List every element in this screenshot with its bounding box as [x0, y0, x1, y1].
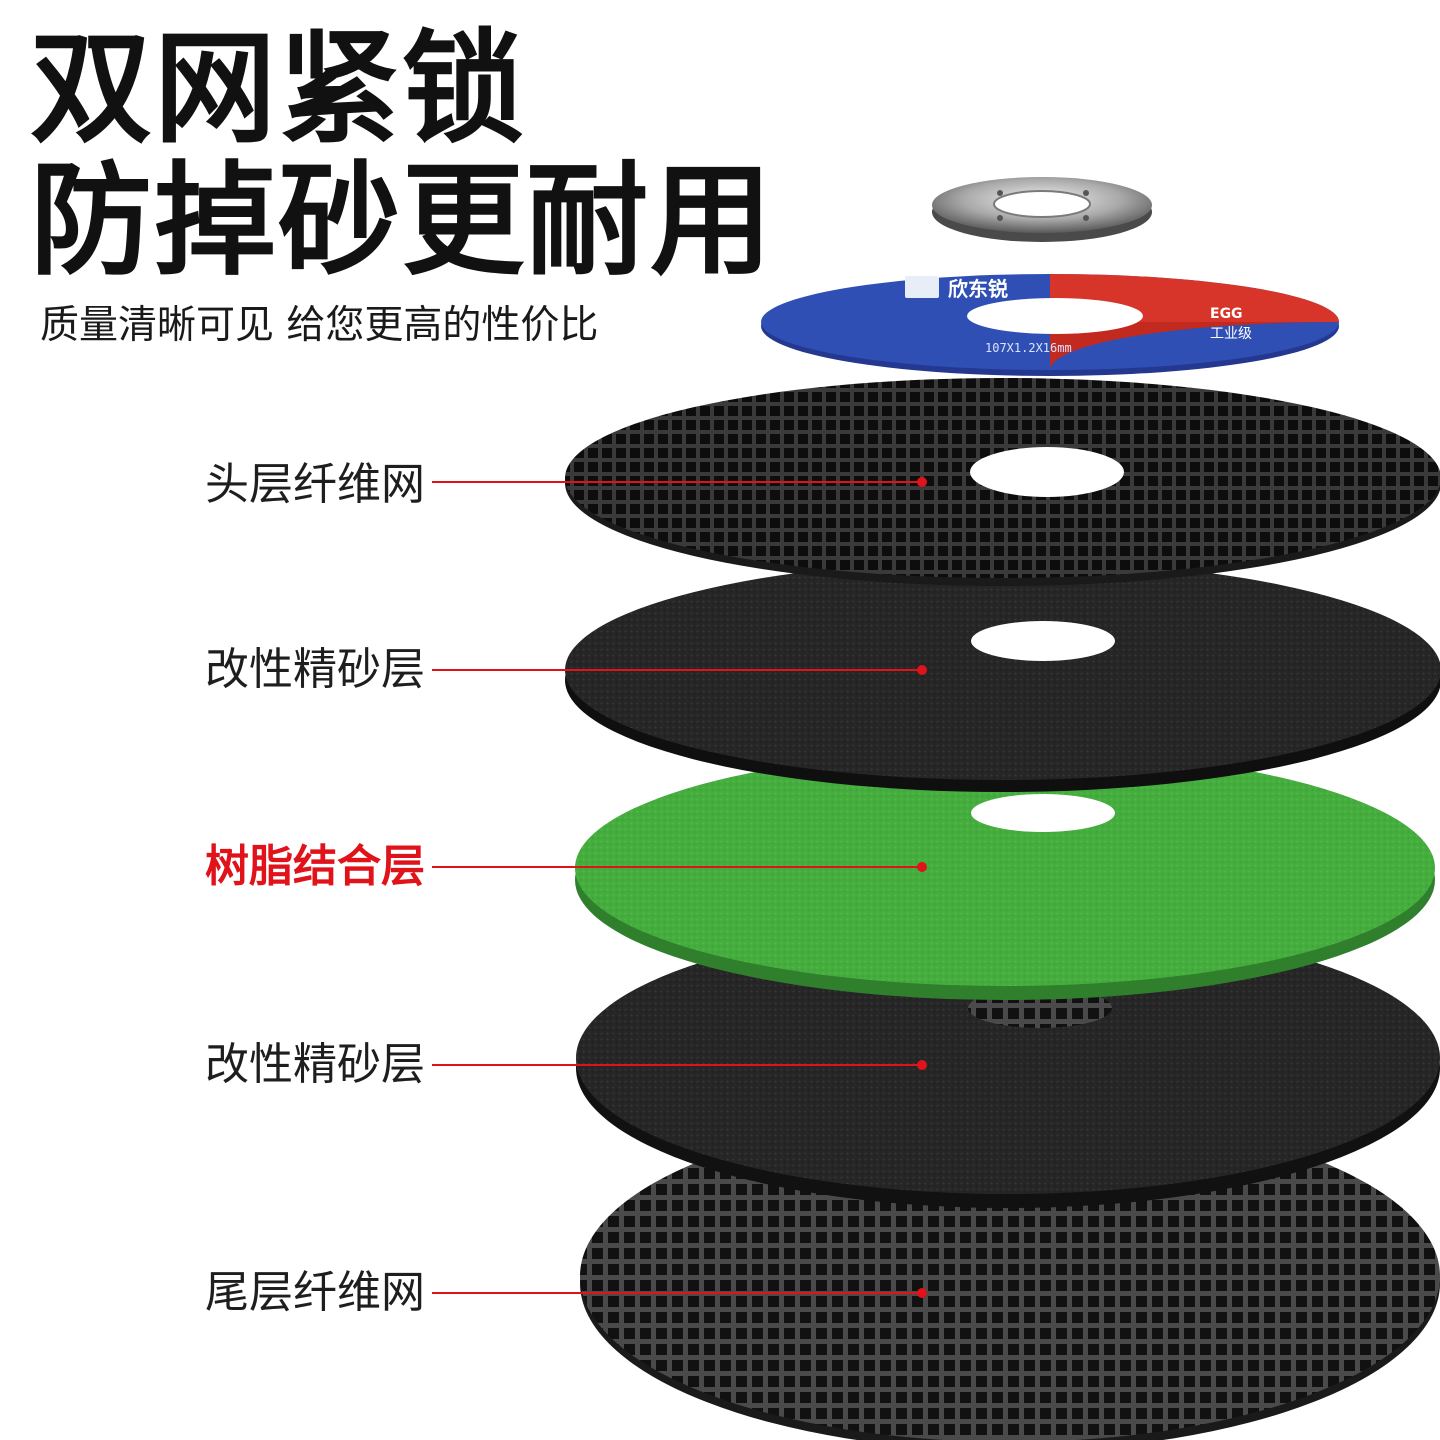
disc-spec-text: 107X1.2X16mm — [985, 341, 1072, 355]
disc-grade-text: 工业级 — [1210, 326, 1252, 342]
leader-resin-bond — [432, 862, 927, 872]
subtitle: 质量清晰可见 给您更高的性价比 — [40, 303, 599, 348]
leader-bottom-fiber-mesh — [432, 1288, 927, 1298]
disc-printed-label: 欣东锐 107X1.2X16mm EGG 工业级 — [761, 274, 1339, 376]
label-bottom-fiber-mesh: 尾层纤维网 — [205, 1267, 425, 1318]
headline-line-1: 双网紧锁 — [30, 18, 526, 160]
label-upper-abrasive: 改性精砂层 — [205, 644, 425, 695]
label-lower-abrasive: 改性精砂层 — [205, 1039, 425, 1090]
leader-upper-abrasive — [432, 665, 927, 675]
disc-badge-text: EGG — [1210, 306, 1243, 322]
disc-top-fiber-mesh — [565, 378, 1440, 586]
leader-top-fiber-mesh — [432, 477, 927, 487]
headline-line-2: 防掉砂更耐用 — [30, 150, 774, 292]
disc-resin-bond — [575, 750, 1435, 1000]
label-top-fiber-mesh: 头层纤维网 — [205, 459, 425, 510]
leader-lower-abrasive — [432, 1060, 927, 1070]
disc-bottom-fiber-mesh — [580, 1110, 1440, 1440]
disc-lower-abrasive — [576, 922, 1440, 1208]
metal-washer — [932, 177, 1152, 242]
disc-brand-text: 欣东锐 — [948, 277, 1008, 301]
label-resin-bond: 树脂结合层 — [205, 841, 425, 892]
disc-upper-abrasive — [565, 560, 1440, 792]
